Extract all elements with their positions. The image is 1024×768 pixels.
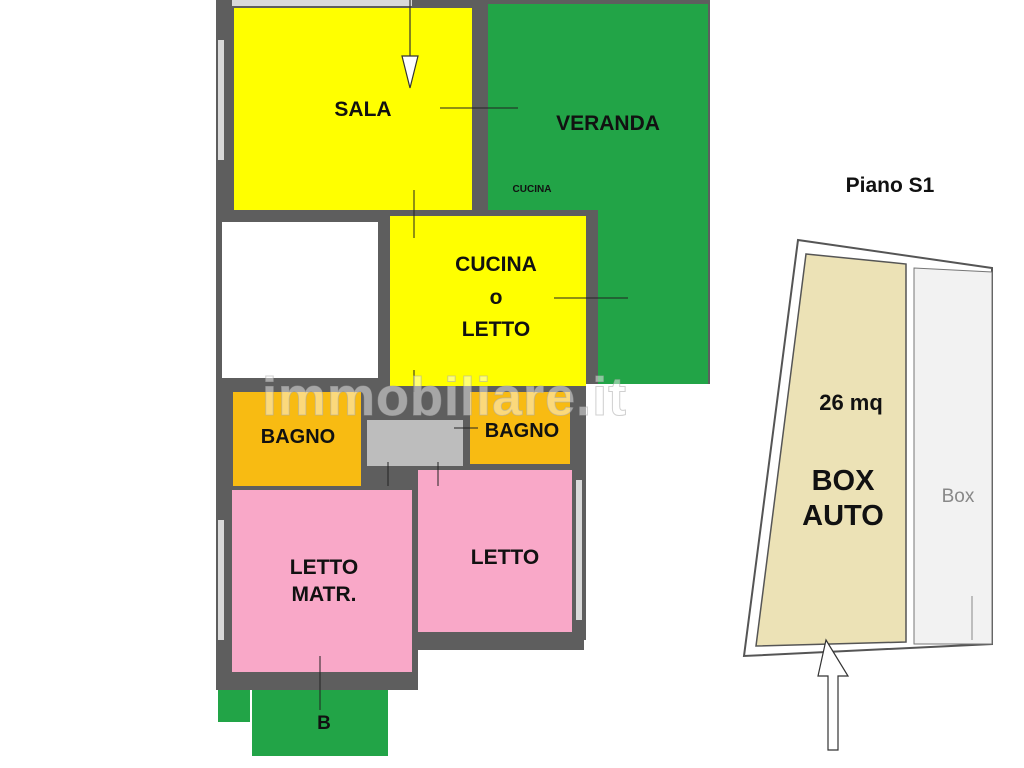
- label-veranda: VERANDA: [556, 112, 660, 135]
- balcony-wall: [218, 684, 390, 690]
- wall-cutout-right: [586, 384, 710, 690]
- room-veranda-lower: [598, 206, 708, 384]
- label-letto: LETTO: [470, 546, 540, 569]
- room-bagno-right: [470, 392, 570, 464]
- window-left-sala: [218, 40, 224, 160]
- label-cucina-o-letto: CUCINA o LETTO: [420, 249, 572, 347]
- garage-title-line1: BOX: [811, 465, 875, 497]
- room-bagno-left: [233, 392, 361, 486]
- label-cucina-o-letto-line1: CUCINA: [455, 253, 537, 276]
- label-cucina-small: CUCINA: [512, 184, 552, 195]
- room-sala: [234, 8, 472, 210]
- label-letto-matr-line1: LETTO: [289, 556, 359, 579]
- window-left-letto: [218, 520, 224, 640]
- garage-area: 26 mq: [819, 390, 883, 415]
- entrance-arrow: [401, 0, 419, 89]
- label-sala: SALA: [334, 98, 392, 121]
- garage-floor-label: Piano S1: [845, 174, 935, 197]
- courtyard: [222, 222, 378, 378]
- label-letto-matrimoniale: LETTO MATR.: [250, 554, 398, 609]
- room-cucina-letto: [390, 216, 586, 386]
- wall-segment-bottom: [418, 632, 584, 650]
- balcony-side: [218, 690, 250, 722]
- room-hall: [367, 420, 463, 466]
- watermark-immobiliare: immobiliare.it: [261, 367, 628, 428]
- label-cucina-o-letto-line2: o: [489, 285, 503, 309]
- label-bagno-right: BAGNO: [484, 420, 560, 442]
- garage-neighbor-box: [913, 267, 993, 645]
- garage-title-line2: AUTO: [802, 500, 884, 533]
- window-right-letto: [576, 480, 582, 620]
- label-letto-matr-line2: MATR.: [291, 583, 357, 607]
- label-cucina-o-letto-line3: LETTO: [461, 318, 531, 342]
- garage-neighbor-label: Box: [941, 486, 975, 507]
- garage-entrance-arrow: [817, 638, 850, 751]
- plan-marks: [319, 107, 628, 710]
- room-letto: [418, 470, 572, 632]
- label-balcone: B: [317, 713, 331, 734]
- window-top: [232, 0, 412, 6]
- garage-title: BOX AUTO: [778, 464, 908, 535]
- room-letto-matrimoniale: [232, 490, 412, 672]
- garage-box-auto: [755, 253, 907, 647]
- label-bagno-left: BAGNO: [260, 426, 336, 448]
- room-veranda: [488, 4, 708, 210]
